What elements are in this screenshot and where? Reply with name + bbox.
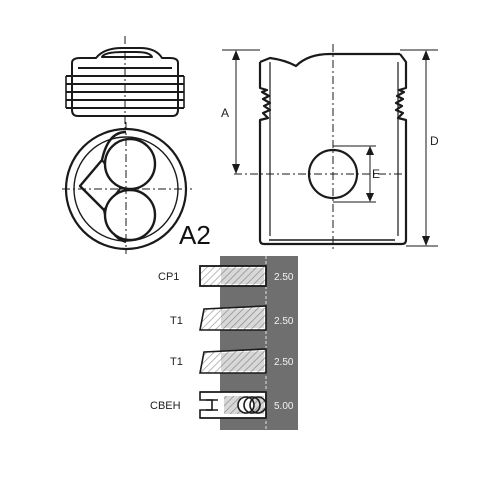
ring-name-3: T1 (170, 356, 183, 368)
dimension-d-label: D (430, 134, 439, 148)
dimension-a-label: A (221, 106, 229, 120)
ring-value-2: 2.50 (274, 316, 294, 327)
ring-value-3: 2.50 (274, 357, 294, 368)
ring-value-4: 5.00 (274, 401, 294, 412)
ring-profile-t1-a (199, 305, 267, 331)
top-view-centerlines (62, 122, 192, 254)
dimension-e-label: E (372, 167, 380, 181)
ring-value-1: 2.50 (274, 272, 294, 283)
dimension-e (333, 145, 376, 203)
dimension-a (222, 49, 260, 174)
piston-cross-section (258, 52, 408, 246)
ring-profile-cbeh (199, 391, 267, 419)
ring-profile-t1-b (199, 348, 267, 374)
section-centerlines (234, 44, 410, 250)
valve-pocket-lower (103, 188, 157, 242)
ring-name-1: CP1 (158, 271, 179, 283)
variant-label: A2 (179, 220, 211, 250)
ring-name-2: T1 (170, 315, 183, 327)
dimension-d (400, 49, 438, 247)
valve-pocket-upper (103, 137, 157, 191)
ring-name-4: CBEH (150, 400, 181, 412)
ring-profile-cp1 (199, 265, 267, 287)
